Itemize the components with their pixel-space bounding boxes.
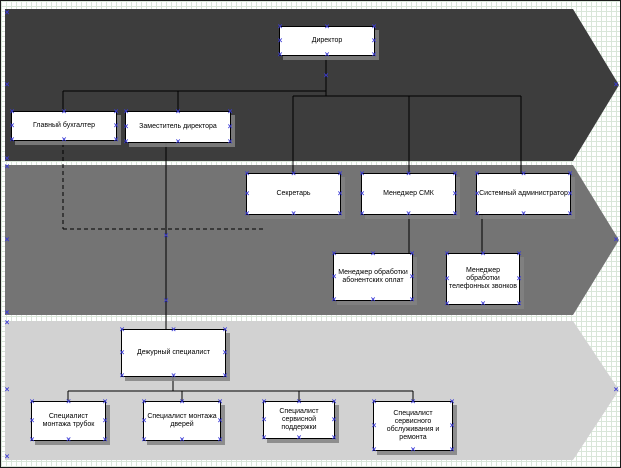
node-door-installer[interactable]: Специалист монтажа дверей ×××××××× [141,398,223,443]
node-sysadmin[interactable]: Системный администратор ×××××××× [474,170,573,217]
node-service-support-label: Специалист сервисной поддержки [279,407,319,432]
node-sysadmin-label: Системный администратор [479,189,568,197]
node-duty-specialist[interactable]: Дежурный специалист ×××××××× [119,326,228,379]
node-chief-accountant[interactable]: Главный бухгалтер ×××××××× [9,108,119,143]
node-qms-manager[interactable]: Менеджер СМК ×××××××× [359,170,458,217]
node-service-repair[interactable]: Специалист сервисного обслуживания и рем… [371,398,455,453]
node-secretary-label: Секретарь [276,189,311,197]
node-tube-installer-label: Специалист монтажа трубок [42,412,95,428]
node-calls-manager[interactable]: Менеджер обработки телефонных звонков ××… [444,250,522,307]
node-director-label: Директор [311,36,343,44]
node-deputy-director-label: Заместитель директора [139,122,217,130]
node-secretary[interactable]: Секретарь ×××××××× [244,170,343,217]
node-service-support[interactable]: Специалист сервисной поддержки ×××××××× [261,398,337,441]
node-qms-manager-label: Менеджер СМК [383,189,434,197]
node-chief-accountant-label: Главный бухгалтер [33,121,95,129]
node-calls-manager-label: Менеджер обработки телефонных звонков [449,266,517,291]
node-door-installer-label: Специалист монтажа дверей [147,412,217,428]
node-tube-installer[interactable]: Специалист монтажа трубок ×××××××× [29,398,108,443]
node-director[interactable]: Директор ×××××××× [277,23,377,58]
node-duty-specialist-label: Дежурный специалист [136,348,211,356]
node-payments-manager[interactable]: Менеджер обработки абонентских оплат ×××… [331,250,415,303]
node-deputy-director[interactable]: Заместитель директора ×××××××× [123,108,233,145]
node-payments-manager-label: Менеджер обработки абонентских оплат [338,268,408,284]
node-service-repair-label: Специалист сервисного обслуживания и рем… [386,409,440,442]
